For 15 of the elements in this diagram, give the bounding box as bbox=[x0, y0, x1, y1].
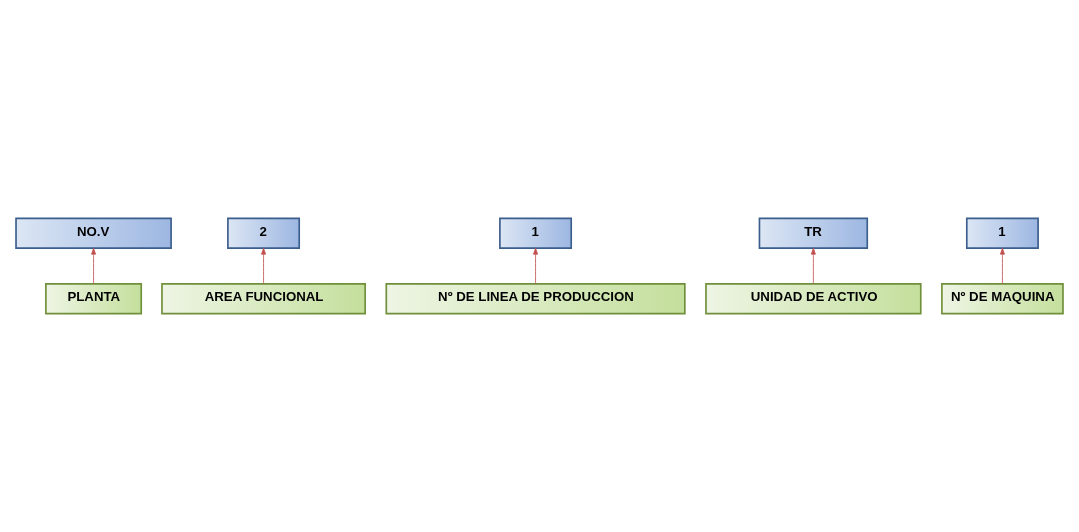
arrow bbox=[533, 247, 538, 284]
node-box: TR bbox=[758, 217, 869, 249]
arrow bbox=[261, 247, 266, 284]
node-box: 1 bbox=[965, 217, 1039, 249]
node-box: PLANTA bbox=[45, 283, 143, 315]
node-box: Nº DE LINEA DE PRODUCCION bbox=[385, 283, 686, 315]
node-box: AREA FUNCIONAL bbox=[161, 283, 366, 315]
node-box: 1 bbox=[499, 217, 573, 249]
node-box: Nº DE MAQUINA bbox=[941, 283, 1064, 315]
node-box: NO.V bbox=[15, 217, 172, 249]
arrow bbox=[810, 247, 816, 284]
arrow bbox=[91, 247, 96, 284]
arrow bbox=[1000, 247, 1005, 284]
node-box: 2 bbox=[227, 217, 301, 249]
node-box: UNIDAD DE ACTIVO bbox=[705, 283, 922, 315]
